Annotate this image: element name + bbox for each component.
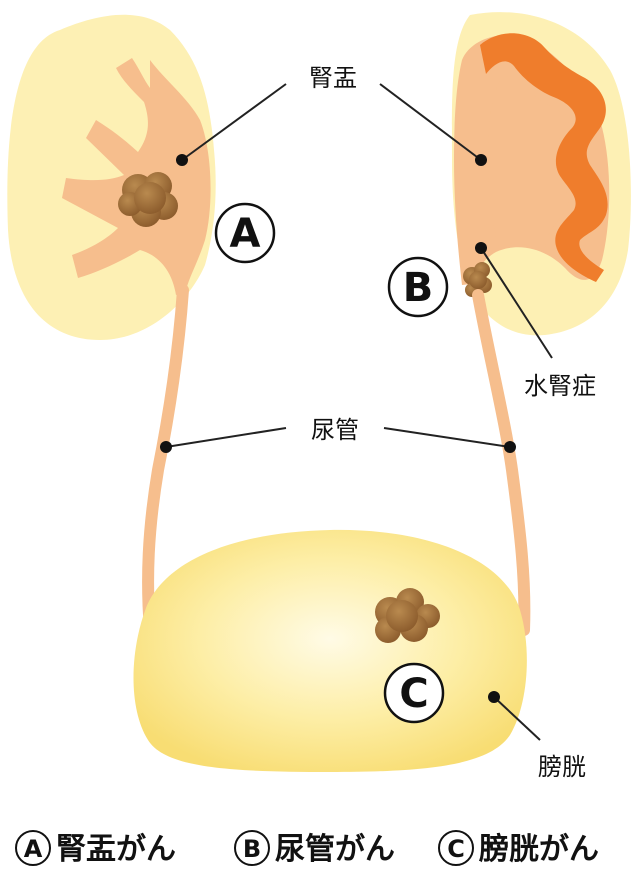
dot-left-ureter — [160, 441, 172, 453]
marker-c: C — [383, 662, 445, 724]
marker-b: B — [387, 256, 449, 318]
leader-dots — [160, 154, 516, 703]
tumor-b — [463, 262, 492, 297]
legend-c-text: 膀胱がん — [478, 832, 599, 867]
label-renal-pelvis: 腎盂 — [309, 64, 357, 92]
legend-a-text: 腎盂がん — [56, 832, 176, 867]
legend-item-b: B 尿管がん — [234, 830, 395, 867]
label-hydronephrosis: 水腎症 — [524, 372, 596, 400]
tumor-a — [118, 172, 178, 227]
dot-right-pelvis — [475, 154, 487, 166]
label-ureter: 尿管 — [311, 416, 359, 444]
dot-left-pelvis — [176, 154, 188, 166]
marker-b-letter: B — [403, 265, 434, 311]
right-ureter — [472, 289, 531, 636]
label-bladder: 膀胱 — [538, 753, 586, 781]
dot-bladder — [488, 691, 500, 703]
legend-item-c: C 膀胱がん — [438, 830, 599, 867]
marker-c-letter: C — [399, 671, 428, 717]
left-ureter — [142, 284, 189, 636]
legend-c-letter: C — [447, 835, 465, 863]
legend-a-letter: A — [24, 835, 43, 863]
legend-b-letter: B — [243, 835, 261, 863]
marker-a: A — [214, 202, 276, 264]
dot-hydronephrosis — [475, 242, 487, 254]
right-kidney — [451, 12, 631, 336]
left-kidney — [7, 14, 216, 340]
legend-item-a: A 腎盂がん — [15, 830, 176, 867]
bladder — [133, 529, 527, 772]
legend-b-text: 尿管がん — [275, 832, 395, 867]
leader-lines — [165, 83, 553, 741]
tumor-c — [375, 588, 440, 643]
marker-a-letter: A — [230, 211, 261, 257]
dot-right-ureter — [504, 441, 516, 453]
legend: A 腎盂がん B 尿管がん C 膀胱がん — [15, 830, 599, 867]
right-dilated-calyces — [480, 33, 608, 283]
right-pelvis-channel — [488, 76, 572, 254]
